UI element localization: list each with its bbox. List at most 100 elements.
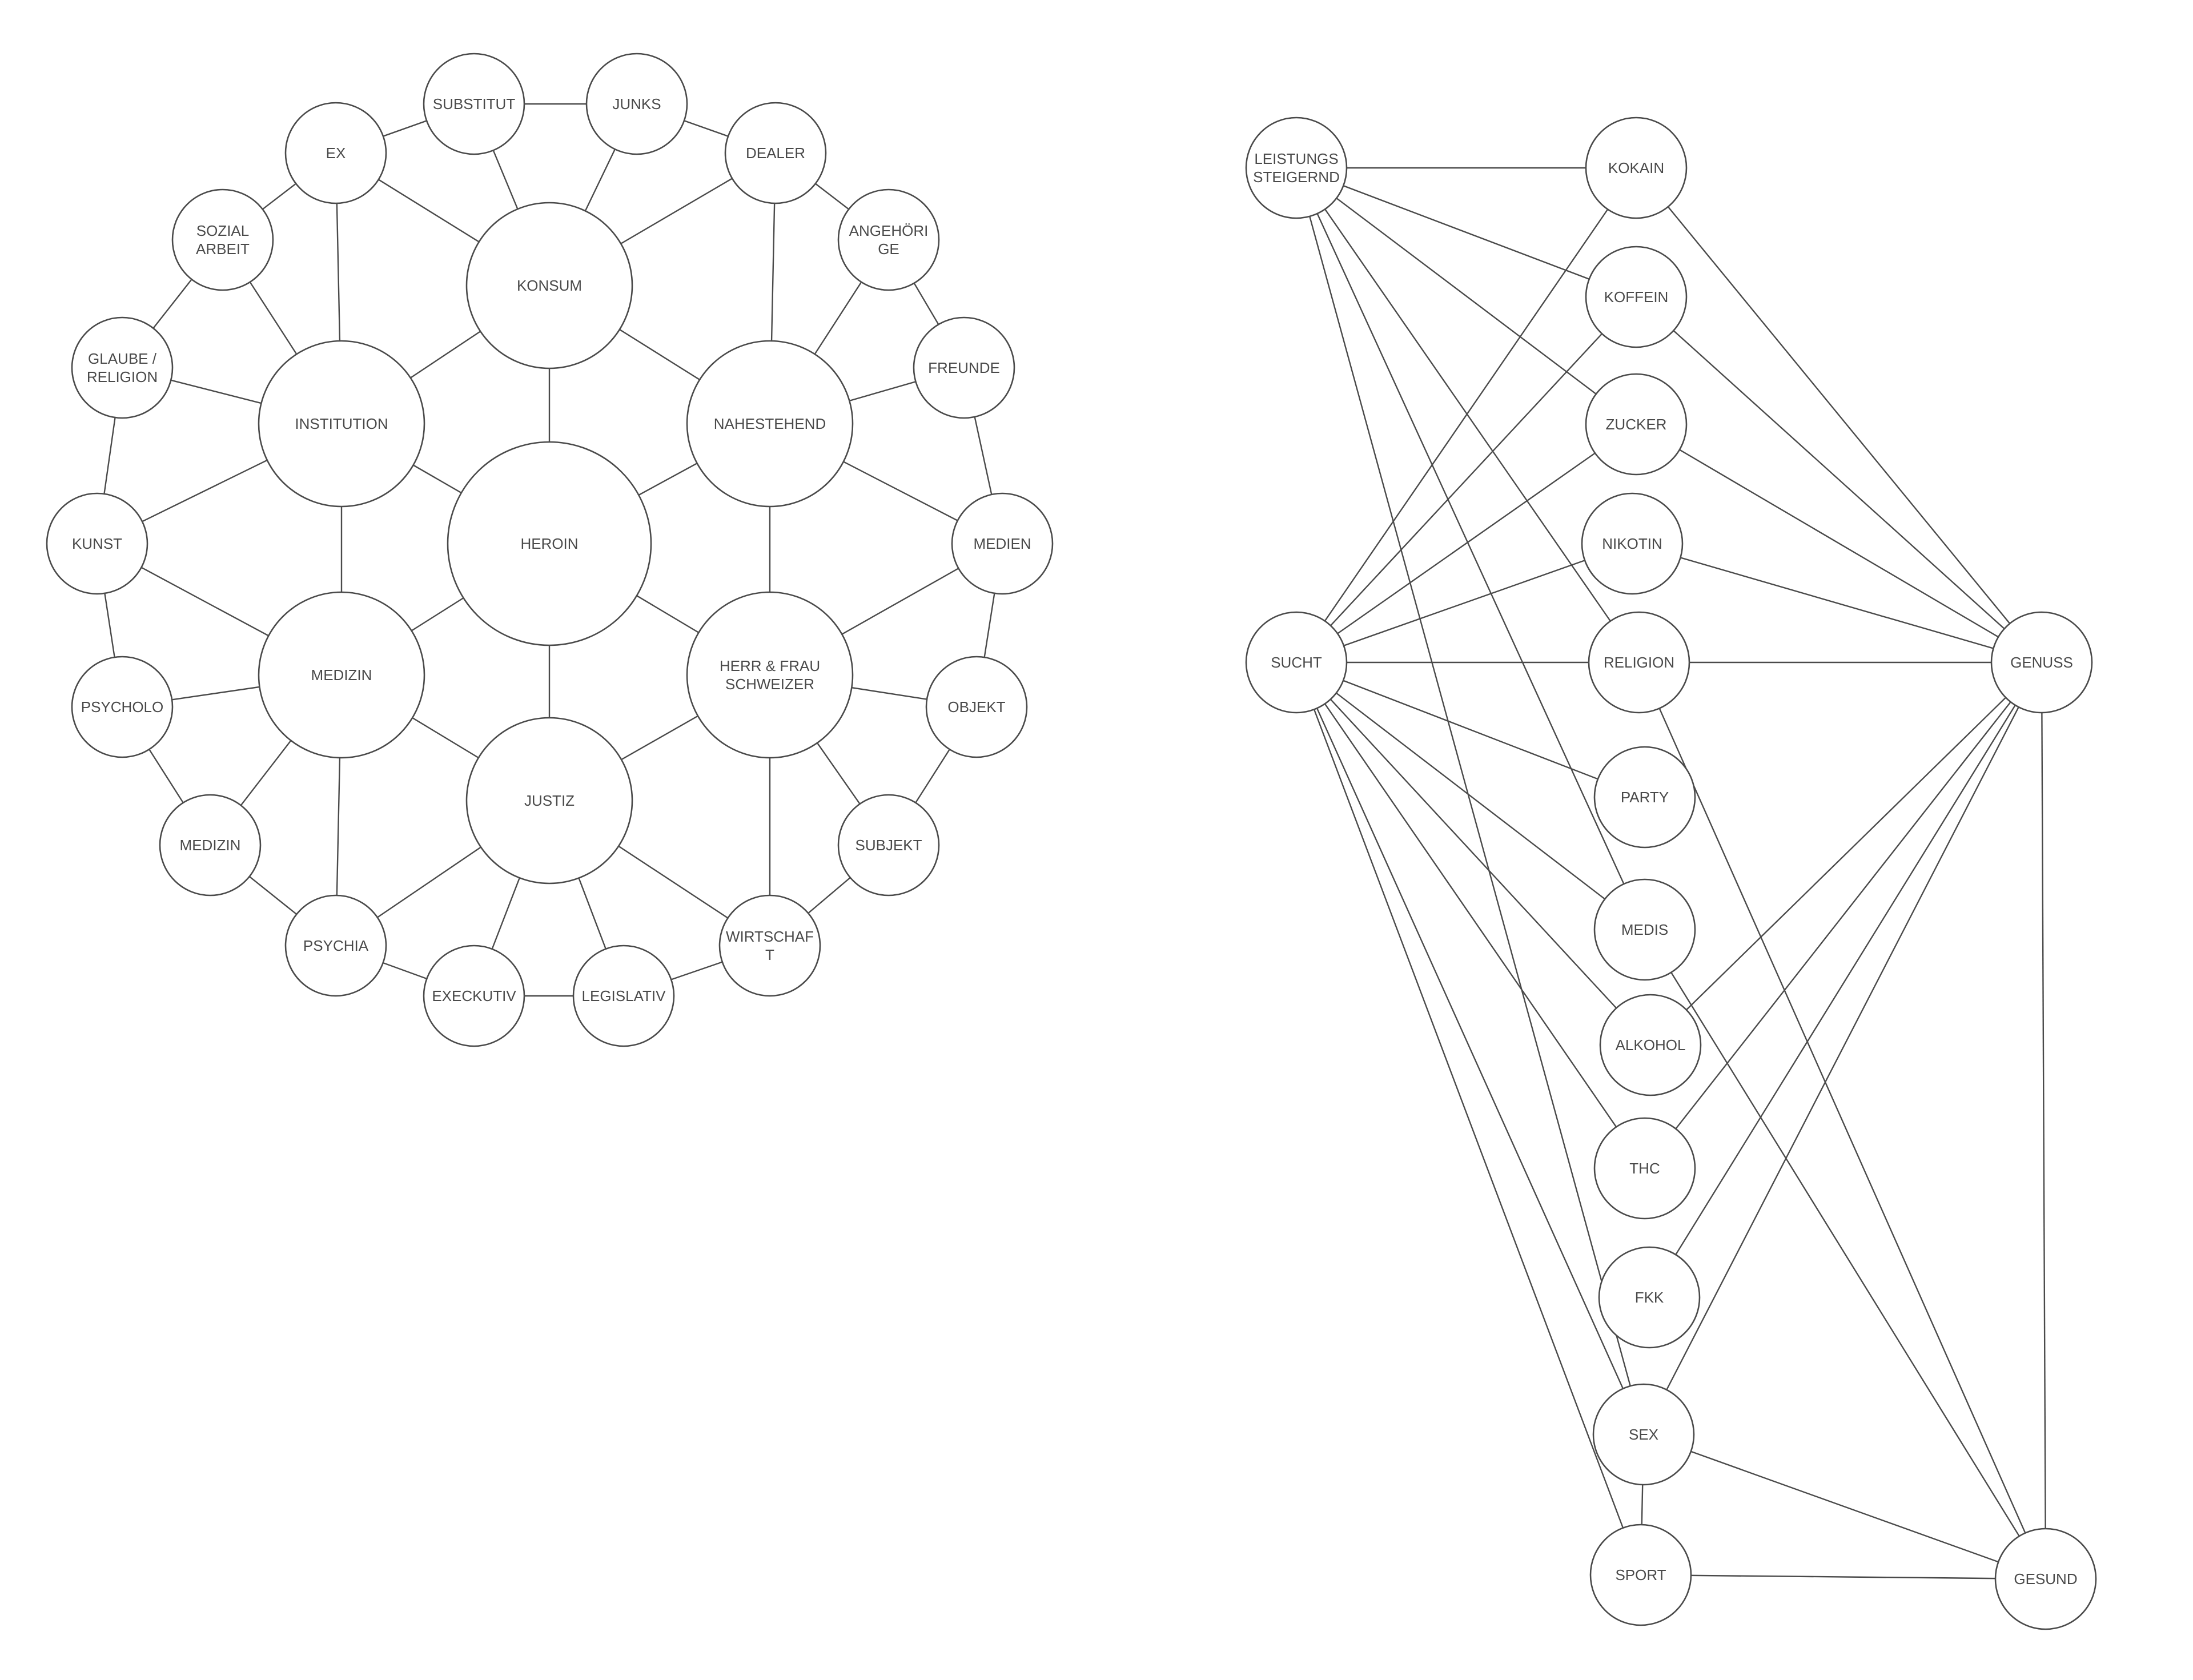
node-label-sex: SEX bbox=[1629, 1426, 1658, 1443]
node-circle-religion bbox=[1588, 611, 1690, 714]
node-substitut: SUBSTITUT bbox=[423, 53, 525, 155]
node-circle-kokain bbox=[1585, 116, 1688, 219]
node-party: PARTY bbox=[1593, 746, 1696, 849]
edge-genuss-thc bbox=[1644, 662, 2042, 1169]
node-glaube: GLAUBE /RELIGION bbox=[71, 316, 174, 419]
node-label-angehoerige-2: GE bbox=[878, 240, 899, 258]
node-circle-koffein bbox=[1585, 246, 1688, 348]
node-circle-genuss bbox=[1990, 611, 2093, 714]
edge-sucht-alkohol bbox=[1296, 662, 1651, 1046]
edge-genuss-gesund bbox=[2041, 662, 2047, 1579]
edge-sucht-sport bbox=[1295, 662, 1642, 1575]
node-label-herr-frau-2: SCHWEIZER bbox=[725, 676, 814, 693]
edge-leistung-religion bbox=[1296, 167, 1640, 663]
node-label-justiz: JUSTIZ bbox=[524, 792, 575, 809]
node-label-substitut: SUBSTITUT bbox=[433, 95, 516, 112]
node-label-gesund: GESUND bbox=[2014, 1570, 2077, 1587]
node-gesund: GESUND bbox=[1994, 1528, 2097, 1630]
node-alkohol: ALKOHOL bbox=[1599, 994, 1702, 1096]
node-psychia: PSYCHIA bbox=[284, 894, 387, 997]
node-circle-justiz bbox=[465, 717, 633, 885]
node-label-legislativ: LEGISLATIV bbox=[582, 987, 666, 1004]
node-circle-zucker bbox=[1585, 373, 1688, 476]
node-circle-gesund bbox=[1994, 1528, 2097, 1630]
node-circle-nikotin bbox=[1581, 492, 1684, 595]
node-circle-dealer bbox=[724, 102, 827, 204]
node-circle-kunst bbox=[46, 492, 148, 595]
node-label-exekutiv: EXECKUTIV bbox=[432, 987, 516, 1004]
edge-gesund-religion bbox=[1638, 662, 2047, 1579]
node-label-wirtschaft-2: T bbox=[765, 946, 774, 963]
edge-sucht-nikotin bbox=[1296, 542, 1633, 664]
edge-sucht-kokain bbox=[1296, 167, 1637, 663]
node-circle-angehoerige bbox=[837, 188, 940, 291]
node-label-kokain: KOKAIN bbox=[1608, 159, 1664, 176]
node-circle-ex bbox=[284, 102, 387, 204]
node-label-glaube-1: GLAUBE / bbox=[88, 350, 157, 367]
node-label-angehoerige-1: ANGEHÖRI bbox=[849, 222, 929, 239]
node-circle-glaube bbox=[71, 316, 174, 419]
node-ex: EX bbox=[284, 102, 387, 204]
edge-sucht-sex bbox=[1295, 662, 1645, 1435]
node-label-junks: JUNKS bbox=[612, 95, 661, 112]
node-medizin-small: MEDIZIN bbox=[159, 794, 262, 897]
node-label-medien: MEDIEN bbox=[973, 535, 1031, 552]
edge-genuss-sex bbox=[1642, 662, 2043, 1435]
node-sucht: SUCHT bbox=[1245, 611, 1348, 714]
node-circle-medien bbox=[951, 492, 1054, 595]
node-circle-medis bbox=[1593, 878, 1696, 981]
node-label-kunst: KUNST bbox=[72, 535, 122, 552]
node-nikotin: NIKOTIN bbox=[1581, 492, 1684, 595]
node-circle-subjekt bbox=[837, 794, 940, 897]
node-label-wirtschaft-1: WIRTSCHAF bbox=[726, 928, 814, 945]
node-circle-legislativ bbox=[572, 945, 675, 1047]
node-objekt: OBJEKT bbox=[925, 656, 1028, 758]
node-kokain: KOKAIN bbox=[1585, 116, 1688, 219]
node-nahestehend: NAHESTEHEND bbox=[686, 340, 854, 508]
node-heroin: HEROIN bbox=[447, 441, 652, 646]
node-label-zucker: ZUCKER bbox=[1606, 416, 1667, 433]
node-label-medizin-big: MEDIZIN bbox=[311, 666, 372, 684]
node-exekutiv: EXECKUTIV bbox=[423, 945, 525, 1047]
edge-genuss-fkk bbox=[1648, 662, 2043, 1298]
node-circle-medizin-small bbox=[159, 794, 262, 897]
node-dealer: DEALER bbox=[724, 102, 827, 204]
node-junks: JUNKS bbox=[585, 53, 688, 155]
node-circle-sucht bbox=[1245, 611, 1348, 714]
node-circle-sex bbox=[1592, 1383, 1695, 1486]
node-institution: INSTITUTION bbox=[258, 340, 425, 508]
node-label-genuss: GENUSS bbox=[2010, 654, 2073, 671]
node-medizin-big: MEDIZIN bbox=[258, 591, 425, 759]
edge-gesund-medis bbox=[1644, 929, 2047, 1579]
node-label-thc: THC bbox=[1629, 1160, 1660, 1177]
node-label-fkk: FKK bbox=[1635, 1289, 1664, 1306]
node-label-sozial-2: ARBEIT bbox=[196, 240, 250, 258]
node-sex: SEX bbox=[1592, 1383, 1695, 1486]
edge-genuss-alkohol bbox=[1650, 662, 2042, 1046]
node-label-dealer: DEALER bbox=[746, 144, 805, 162]
node-circle-psychia bbox=[284, 894, 387, 997]
edge-genuss-zucker bbox=[1636, 423, 2042, 664]
node-circle-konsum bbox=[465, 202, 633, 369]
node-label-party: PARTY bbox=[1621, 789, 1669, 806]
node-circle-sozial bbox=[171, 188, 274, 291]
edge-leistung-sex bbox=[1295, 167, 1645, 1435]
sucht-genuss-network-edges bbox=[1295, 167, 2047, 1580]
edge-sucht-koffein bbox=[1296, 296, 1637, 663]
node-circle-junks bbox=[585, 53, 688, 155]
node-thc: THC bbox=[1593, 1117, 1696, 1220]
edge-genuss-nikotin bbox=[1632, 542, 2042, 664]
node-circle-thc bbox=[1593, 1117, 1696, 1220]
node-circle-sport bbox=[1589, 1524, 1692, 1626]
edge-leistung-koffein bbox=[1296, 167, 1637, 298]
node-label-ex: EX bbox=[326, 144, 346, 162]
node-label-subjekt: SUBJEKT bbox=[855, 837, 922, 854]
node-zucker: ZUCKER bbox=[1585, 373, 1688, 476]
